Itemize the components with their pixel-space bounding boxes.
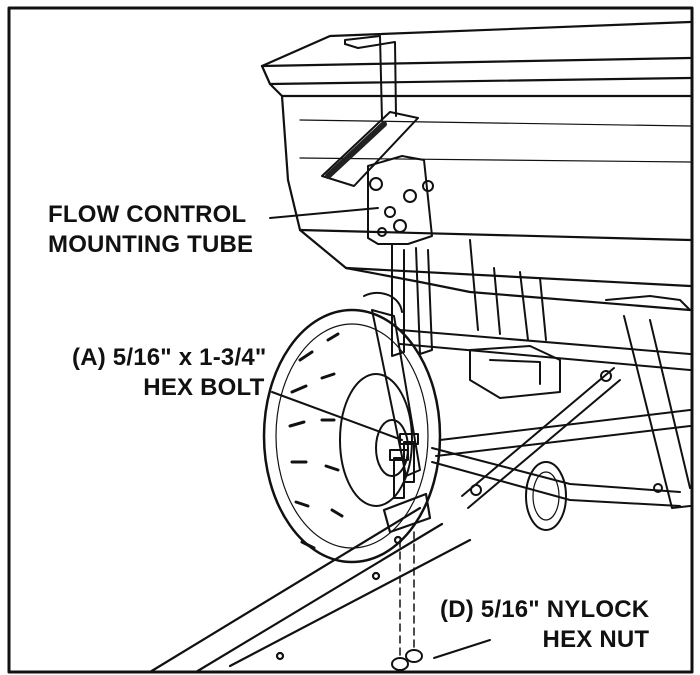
hopper bbox=[260, 20, 692, 312]
nylock-nut-label-line1: (D) 5/16" NYLOCK bbox=[440, 596, 650, 623]
frame-arms bbox=[391, 239, 691, 371]
gear-box bbox=[469, 345, 561, 399]
axle bbox=[431, 447, 681, 531]
wheel-strut bbox=[363, 291, 421, 477]
hex-bolt-label-line1: (A) 5/16" x 1-3/4" bbox=[72, 344, 267, 371]
nut-guides bbox=[391, 531, 423, 671]
hex-bolt-label-line2: HEX BOLT bbox=[143, 374, 265, 401]
flow-control-label: FLOW CONTROL MOUNTING TUBE bbox=[48, 200, 253, 260]
leg-bar bbox=[148, 492, 472, 674]
figure-border bbox=[7, 6, 694, 674]
hex-bolt-label: (A) 5/16" x 1-3/4" HEX BOLT bbox=[72, 343, 266, 403]
flow-control-label-line1: FLOW CONTROL bbox=[48, 201, 247, 228]
leader-lines bbox=[269, 207, 491, 659]
diagonal-brace bbox=[461, 367, 621, 509]
handle-upright bbox=[344, 35, 397, 121]
right-leg bbox=[435, 295, 691, 509]
nylock-nut-label: (D) 5/16" NYLOCK HEX NUT bbox=[440, 595, 649, 655]
nylock-nut-label-line2: HEX NUT bbox=[542, 626, 650, 653]
wheel bbox=[262, 308, 442, 564]
hex-bolts bbox=[389, 433, 419, 499]
flow-control-label-line2: MOUNTING TUBE bbox=[48, 231, 254, 258]
flow-control-bracket bbox=[321, 111, 434, 245]
